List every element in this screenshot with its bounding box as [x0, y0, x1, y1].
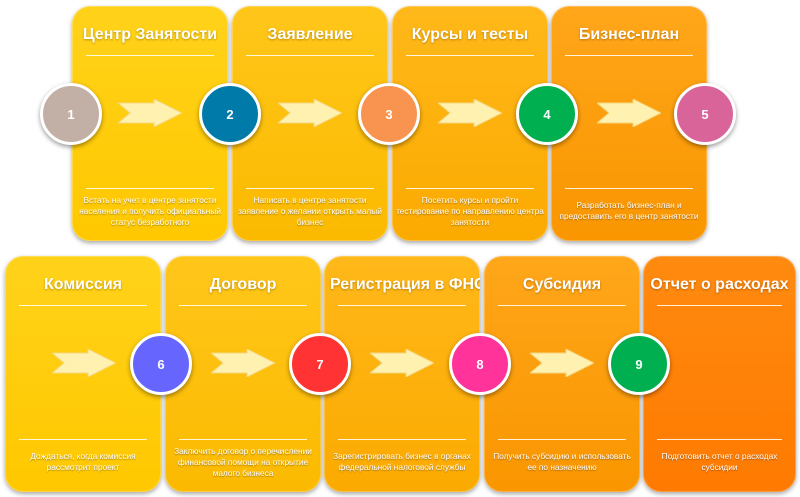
step-description: Встать на учет в центре занятости населе… — [79, 194, 221, 227]
divider — [657, 305, 782, 306]
arrow-right-icon — [597, 99, 661, 127]
arrow-right-icon — [370, 349, 434, 377]
arrow-right-icon — [211, 349, 275, 377]
step-number-badge: 8 — [449, 333, 511, 395]
step-number-badge: 5 — [674, 83, 736, 145]
step-title: Заявление — [267, 26, 353, 43]
divider — [498, 439, 626, 440]
arrow-right-icon — [278, 99, 342, 127]
step-description: Дождаться, когда комиссия рассмотрит про… — [30, 451, 136, 472]
divider — [19, 305, 147, 306]
step-number-badge: 6 — [130, 333, 192, 395]
divider — [406, 188, 534, 189]
divider — [179, 305, 307, 306]
divider — [406, 55, 534, 56]
arrow-right-icon — [118, 99, 182, 127]
divider — [19, 439, 147, 440]
divider — [565, 55, 693, 56]
step-title: Бизнес-план — [578, 26, 680, 43]
step-title: Субсидия — [522, 276, 602, 293]
step-title: Курсы и тесты — [411, 26, 529, 43]
step-description: Написать в центре занятости заявление о … — [238, 194, 382, 227]
step-number-badge: 1 — [40, 83, 102, 145]
step-title: Отчет о расходах — [650, 276, 789, 293]
step-title: Центр Занятости — [82, 26, 218, 43]
divider — [246, 188, 374, 189]
divider — [86, 188, 214, 189]
divider — [657, 439, 782, 440]
divider — [565, 188, 693, 189]
step-title: Договор — [209, 276, 277, 293]
step-description: Получить субсидию и использовать ее по н… — [493, 451, 631, 472]
step-title: Регистрация в ФНС — [330, 276, 480, 293]
step-number-badge: 2 — [199, 83, 261, 145]
divider — [338, 305, 466, 306]
step-title: Комиссия — [44, 276, 122, 293]
divider — [338, 439, 466, 440]
step-number-badge: 9 — [608, 333, 670, 395]
step-description: Посетить курсы и пройти тестирование по … — [396, 194, 544, 227]
arrow-right-icon — [52, 349, 116, 377]
divider — [498, 305, 626, 306]
step-number-badge: 7 — [289, 333, 351, 395]
step-card-otchet: Отчет о расходах Подготовить отчет о рас… — [643, 256, 796, 492]
arrow-right-icon — [530, 349, 594, 377]
divider — [86, 55, 214, 56]
step-number-badge: 4 — [516, 83, 578, 145]
step-description: Зарегистрировать бизнес в органах федера… — [333, 451, 471, 472]
divider — [179, 439, 307, 440]
step-description: Разработать бизнес-план и предоставить е… — [559, 200, 699, 221]
step-description: Заключить договор о перечислении финансо… — [174, 445, 312, 478]
step-number-badge: 3 — [358, 83, 420, 145]
step-description: Подготовить отчет о расходах субсидии — [661, 451, 778, 472]
arrow-right-icon — [438, 99, 502, 127]
divider — [246, 55, 374, 56]
